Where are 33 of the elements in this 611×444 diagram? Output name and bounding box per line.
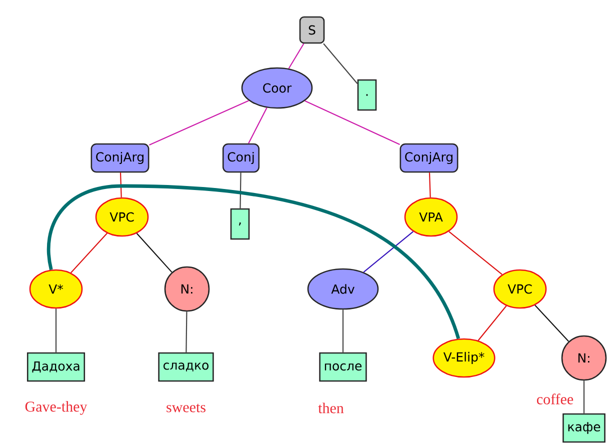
tree-branch <box>46 184 460 340</box>
word-box: Дадоха <box>26 352 86 382</box>
tree-branch <box>136 232 172 273</box>
tree-branch <box>304 100 400 146</box>
tree-branch <box>149 100 249 146</box>
tree-branch <box>120 172 122 198</box>
tree-branch <box>248 108 268 144</box>
gloss-label: sweets <box>166 404 206 412</box>
punctuation-box: . <box>357 79 377 111</box>
word-box: кафе <box>562 413 606 443</box>
tree-branch <box>70 232 108 274</box>
tree-branch <box>323 43 358 84</box>
word-box: после <box>319 352 367 382</box>
category-box: S <box>299 16 325 44</box>
category-box: ConjArg <box>90 143 150 173</box>
category-box: Conj <box>222 143 260 173</box>
gloss-label: coffee <box>536 394 574 404</box>
word-box: сладко <box>158 352 214 382</box>
tree-branch <box>240 172 242 208</box>
tree-branch <box>428 172 431 198</box>
category-box: ConjArg <box>400 143 458 173</box>
gloss-label: Gave-they <box>25 401 88 415</box>
punctuation-box: , <box>230 208 250 240</box>
tree-branch <box>55 308 57 352</box>
tree-branch <box>186 312 188 352</box>
tree-branch <box>478 306 507 341</box>
tree-branch <box>534 304 569 342</box>
tree-branch <box>583 380 585 414</box>
tree-branch <box>448 231 502 275</box>
tree-branch <box>288 43 304 69</box>
tree-branch <box>363 231 414 273</box>
gloss-label: then <box>318 402 344 414</box>
tree-branch <box>342 310 344 352</box>
